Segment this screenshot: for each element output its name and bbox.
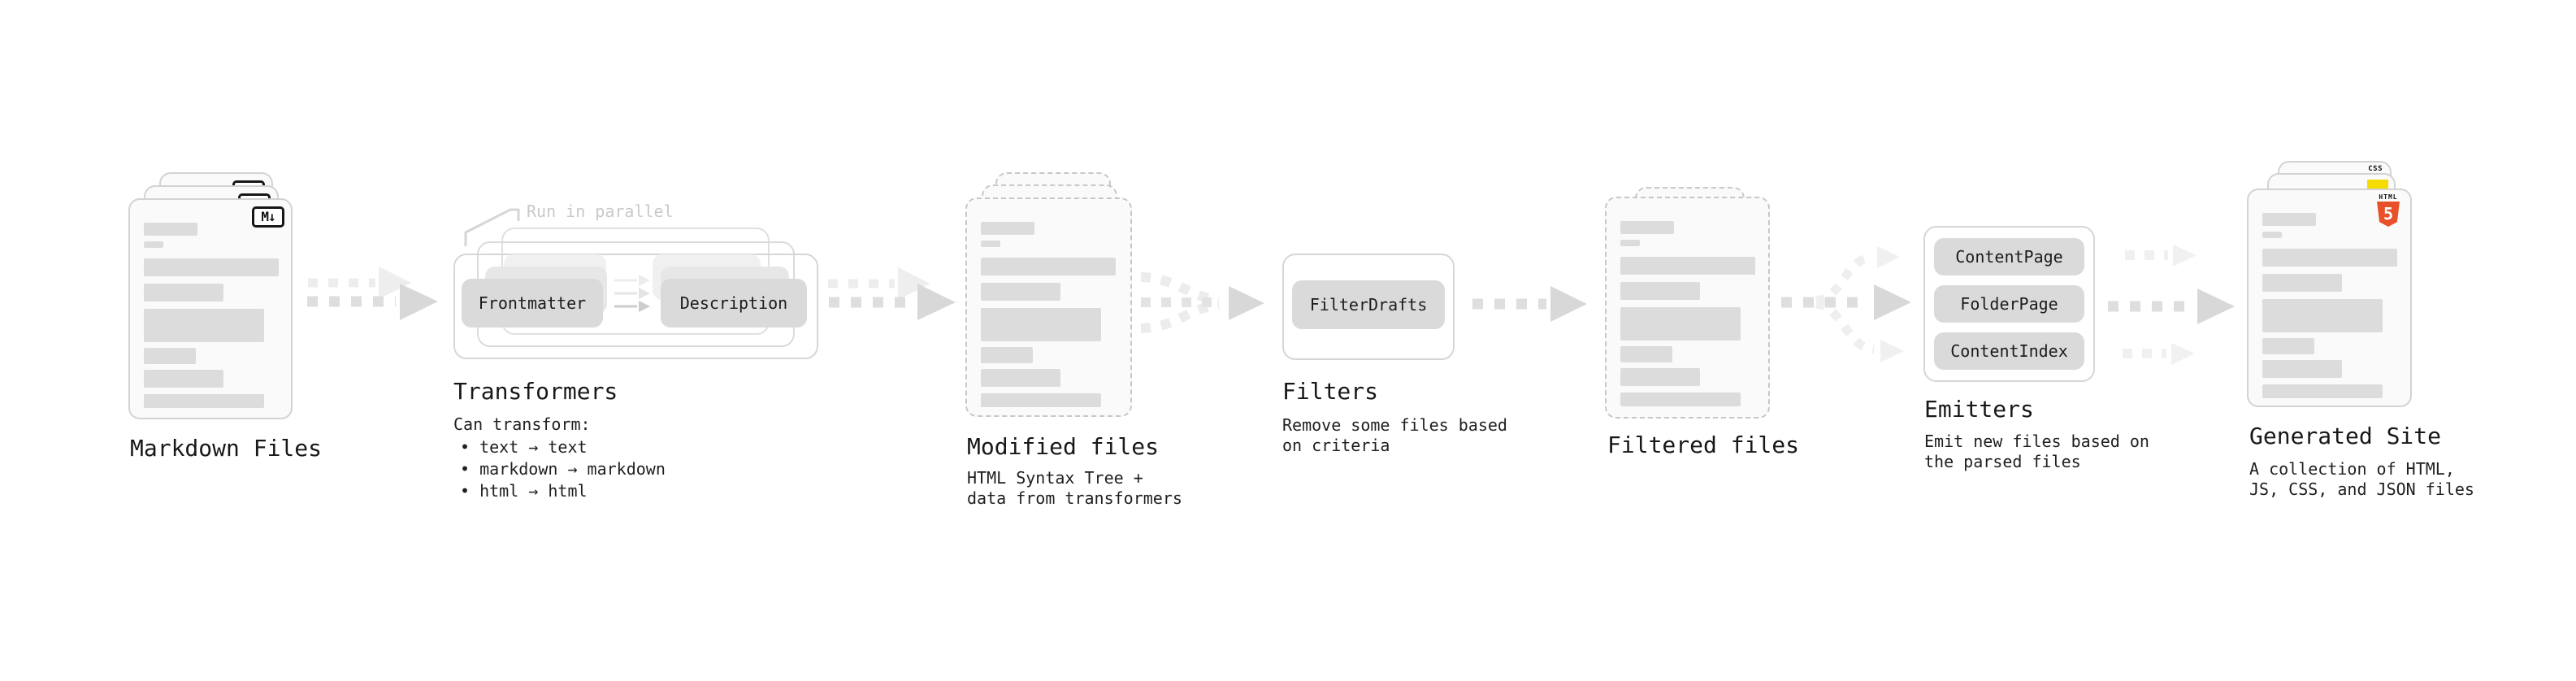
filters-description: Remove some files based on criteria bbox=[1282, 415, 1507, 456]
description-line: the parsed files bbox=[1924, 452, 2081, 471]
transformers-group: Frontmatter Description bbox=[453, 228, 827, 366]
text-line-placeholder bbox=[1620, 307, 1741, 340]
text-line-placeholder bbox=[2262, 249, 2397, 267]
generated-site-stack: CSS HTML 5 bbox=[2247, 161, 2442, 413]
document-card bbox=[965, 197, 1132, 417]
text-line-placeholder bbox=[144, 348, 196, 364]
description-line: data from transformers bbox=[967, 488, 1182, 508]
description-line: on criteria bbox=[1282, 436, 1390, 455]
arrow-filters-to-filtered bbox=[1472, 286, 1587, 322]
modified-files-description: HTML Syntax Tree + data from transformer… bbox=[967, 468, 1182, 509]
document-content-placeholder bbox=[2262, 213, 2400, 398]
text-line-placeholder bbox=[144, 394, 264, 408]
transformer-frontmatter: Frontmatter bbox=[462, 279, 603, 327]
text-line-placeholder bbox=[144, 258, 279, 276]
text-line-placeholder bbox=[144, 284, 223, 301]
emitter-folderpage: FolderPage bbox=[1934, 285, 2084, 323]
run-in-parallel-annotation: Run in parallel bbox=[527, 202, 674, 221]
markdown-icon: M↓ bbox=[252, 206, 284, 228]
html5-icon-label: HTML bbox=[2379, 193, 2398, 201]
transformers-bullet-list: • text → text • markdown → markdown • ht… bbox=[460, 436, 666, 502]
document-card bbox=[1605, 197, 1770, 419]
emitter-contentpage: ContentPage bbox=[1934, 238, 2084, 275]
description-line: A collection of HTML, bbox=[2249, 459, 2455, 479]
document-content-placeholder bbox=[144, 223, 282, 408]
text-line-placeholder bbox=[2262, 213, 2316, 226]
text-line-placeholder bbox=[981, 222, 1034, 235]
text-line-placeholder bbox=[1620, 257, 1755, 275]
emitter-contentindex: ContentIndex bbox=[1934, 332, 2084, 370]
description-line: Emit new files based on bbox=[1924, 432, 2149, 451]
stage-title-modified-files: Modified files bbox=[967, 433, 1160, 460]
filtered-files-stack bbox=[1605, 187, 1800, 423]
text-line-placeholder bbox=[1620, 368, 1700, 386]
text-line-placeholder bbox=[981, 258, 1116, 275]
bullet-item: • markdown → markdown bbox=[460, 459, 666, 479]
arrow-markdown-to-transformers bbox=[307, 267, 438, 320]
text-line-placeholder bbox=[981, 369, 1060, 387]
text-line-placeholder bbox=[981, 241, 1000, 247]
description-line: JS, CSS, and JSON files bbox=[2249, 479, 2474, 499]
text-line-placeholder bbox=[144, 241, 163, 248]
stage-title-emitters: Emitters bbox=[1924, 396, 2034, 423]
arrow-filtered-to-emitters-fanout bbox=[1781, 246, 1911, 362]
text-line-placeholder bbox=[1620, 346, 1672, 362]
stage-title-filtered-files: Filtered files bbox=[1607, 432, 1800, 458]
text-line-placeholder bbox=[1620, 240, 1640, 246]
text-line-placeholder bbox=[981, 347, 1033, 363]
document-content-placeholder bbox=[981, 222, 1119, 407]
text-line-placeholder bbox=[981, 283, 1060, 301]
text-line-placeholder bbox=[1620, 282, 1700, 300]
stage-title-filters: Filters bbox=[1282, 378, 1379, 405]
modified-files-stack bbox=[965, 172, 1160, 424]
bullet-item: • html → html bbox=[460, 481, 588, 501]
text-line-placeholder bbox=[2262, 338, 2314, 354]
arrow-transformers-to-modified bbox=[828, 267, 956, 320]
document-card: M↓ bbox=[128, 198, 293, 419]
arrow-emitters-to-generated bbox=[2108, 245, 2235, 365]
text-line-placeholder bbox=[2262, 299, 2383, 332]
document-card: HTML 5 bbox=[2247, 189, 2412, 407]
text-line-placeholder bbox=[2262, 274, 2342, 292]
text-line-placeholder bbox=[1620, 221, 1674, 234]
text-line-placeholder bbox=[2262, 232, 2282, 238]
html5-icon-shield: 5 bbox=[2377, 202, 2400, 227]
stage-title-markdown-files: Markdown Files bbox=[130, 435, 323, 462]
text-line-placeholder bbox=[1620, 393, 1741, 406]
bullet-item: • text → text bbox=[460, 437, 588, 457]
description-line: Remove some files based bbox=[1282, 415, 1507, 435]
text-line-placeholder bbox=[144, 370, 223, 388]
transformer-box-front bbox=[453, 254, 818, 359]
description-line: HTML Syntax Tree + bbox=[967, 468, 1143, 488]
emitters-group: ContentPage FolderPage ContentIndex bbox=[1923, 226, 2095, 382]
emitters-description: Emit new files based on the parsed files bbox=[1924, 432, 2149, 472]
document-content-placeholder bbox=[1620, 221, 1759, 406]
text-line-placeholder bbox=[2262, 384, 2383, 398]
transformer-description: Description bbox=[661, 279, 807, 327]
text-line-placeholder bbox=[981, 393, 1101, 407]
text-line-placeholder bbox=[2262, 360, 2342, 378]
javascript-icon bbox=[2367, 180, 2388, 189]
text-line-placeholder bbox=[144, 309, 264, 342]
stage-title-transformers: Transformers bbox=[453, 378, 618, 405]
text-line-placeholder bbox=[981, 308, 1101, 341]
stage-title-generated-site: Generated Site bbox=[2249, 423, 2442, 449]
generated-site-description: A collection of HTML, JS, CSS, and JSON … bbox=[2249, 459, 2474, 500]
transformers-description: Can transform: bbox=[453, 414, 591, 434]
text-line-placeholder bbox=[144, 223, 197, 236]
filters-group: FilterDrafts bbox=[1282, 254, 1455, 360]
filter-filterdrafts: FilterDrafts bbox=[1292, 280, 1445, 329]
markdown-files-stack: M↓ M↓ M↓ bbox=[128, 172, 323, 424]
html5-icon: HTML 5 bbox=[2374, 193, 2402, 227]
